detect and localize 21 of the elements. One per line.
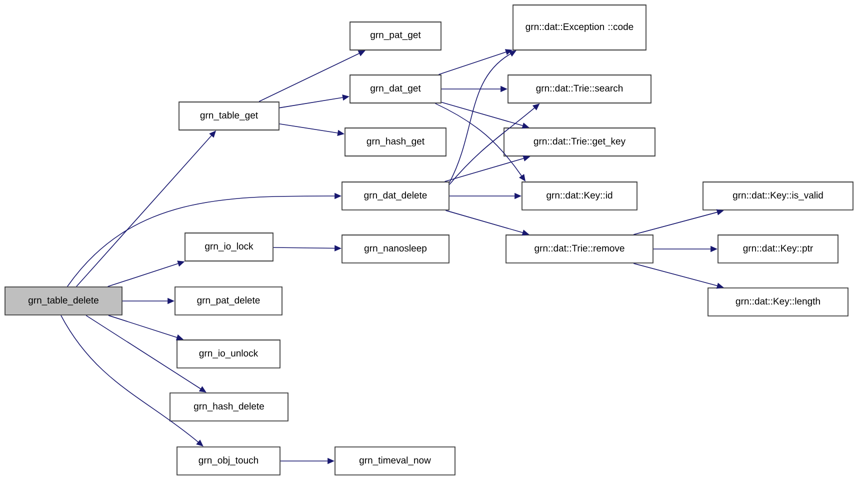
function-box: grn::dat::Key::id [522, 182, 638, 210]
function-box: grn_pat_get [350, 22, 442, 50]
function-box: grn::dat::Trie::search [508, 74, 652, 104]
function-box: grn::dat::Key::is_valid [702, 182, 854, 210]
function-box: grn_obj_touch [176, 446, 280, 476]
function-box: grn_table_delete [4, 286, 122, 316]
function-box: grn::dat::Trie::get_key [504, 128, 656, 156]
function-box: grn_hash_get [344, 128, 446, 156]
function-box: grn_dat_get [350, 74, 442, 104]
function-box: grn_nanosleep [342, 234, 450, 264]
function-box: grn::dat::Trie::remove [506, 234, 654, 264]
function-box: grn_io_lock [184, 232, 274, 262]
function-box: grn_timeval_now [334, 446, 456, 476]
function-box: grn_pat_delete [174, 286, 282, 316]
function-box: grn_io_unlock [176, 340, 280, 368]
function-box: grn::dat::Key::length [708, 288, 848, 316]
function-box: grn_table_get [178, 102, 280, 130]
function-box: grn_hash_delete [170, 392, 288, 422]
function-box: grn_dat_delete [342, 182, 450, 210]
function-box: grn::dat::Key::ptr [718, 234, 838, 264]
function-box: grn::dat::Exception ::code [512, 4, 646, 50]
